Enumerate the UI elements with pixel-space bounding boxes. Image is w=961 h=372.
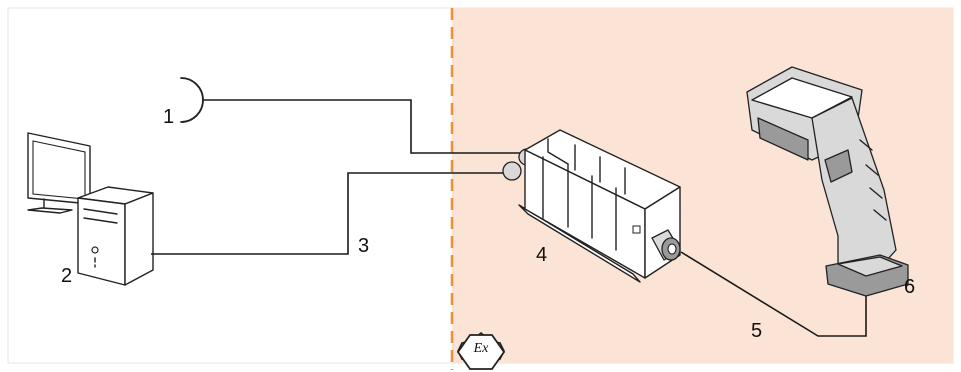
label-scanner-cable: 5 <box>751 320 763 342</box>
scanner-cable <box>680 251 867 337</box>
label-host-cable: 3 <box>358 235 370 257</box>
label-computer: 2 <box>61 265 73 287</box>
ex-symbol-icon <box>456 331 506 371</box>
barcode-scanner-icon <box>746 66 909 297</box>
power-cable <box>203 99 521 154</box>
label-power: 1 <box>163 106 175 128</box>
interface-box-icon <box>502 129 681 283</box>
host-cable <box>151 172 507 255</box>
ex-mark-text: Ex <box>473 341 489 356</box>
label-scanner: 6 <box>904 276 916 298</box>
label-interface-box: 4 <box>536 244 548 266</box>
computer-icon <box>27 132 154 286</box>
